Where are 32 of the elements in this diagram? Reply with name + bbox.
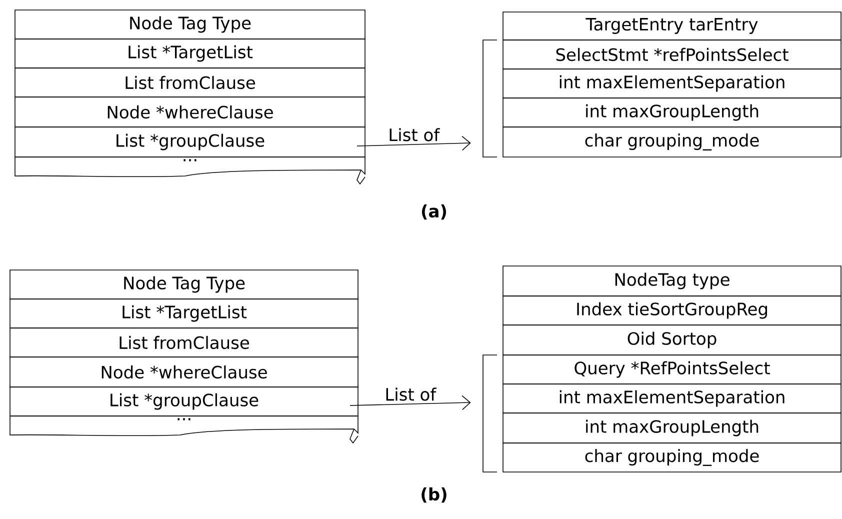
table-row: int maxGroupLength	[502, 412, 842, 444]
table-row: Node *whereClause	[10, 356, 358, 388]
table-row: List *groupClause	[14, 126, 366, 158]
table-row: Oid Sortop	[502, 324, 842, 356]
table-row: Node Tag Type	[14, 10, 366, 40]
edge-label: List of	[386, 388, 436, 401]
arrow	[356, 136, 471, 151]
table-row: List fromClause	[14, 68, 366, 98]
table-row: Query *RefPointsSelect	[502, 354, 842, 384]
table-row: Index tieSortGroupReg	[502, 296, 842, 326]
table-row: List *TargetList	[14, 38, 366, 68]
torn-table-row: ...	[14, 156, 366, 185]
table-row: Node *whereClause	[14, 96, 366, 128]
table-row: int maxElementSeparation	[502, 384, 842, 414]
table-row: int maxElementSeparation	[502, 68, 842, 98]
bracket	[482, 354, 498, 472]
table-row: List *TargetList	[10, 298, 358, 328]
table-row: char grouping_mode	[502, 442, 842, 472]
table-row: TargetEntry tarEntry	[502, 12, 842, 40]
table-row: char grouping_mode	[502, 126, 842, 158]
torn-table-row: ...	[10, 416, 358, 444]
table-row: List *groupClause	[10, 386, 358, 416]
table-row: List fromClause	[10, 328, 358, 358]
panel-caption: (b)	[422, 487, 446, 503]
edge-label: List of	[390, 128, 440, 142]
table-row: NodeTag type	[502, 266, 842, 296]
table-row: int maxGroupLength	[502, 98, 842, 128]
table-row: Node Tag Type	[10, 270, 358, 300]
panel-caption: (a)	[422, 204, 446, 220]
bracket	[482, 40, 498, 158]
table-row: SelectStmt *refPointsSelect	[502, 40, 842, 70]
arrow	[350, 395, 471, 410]
